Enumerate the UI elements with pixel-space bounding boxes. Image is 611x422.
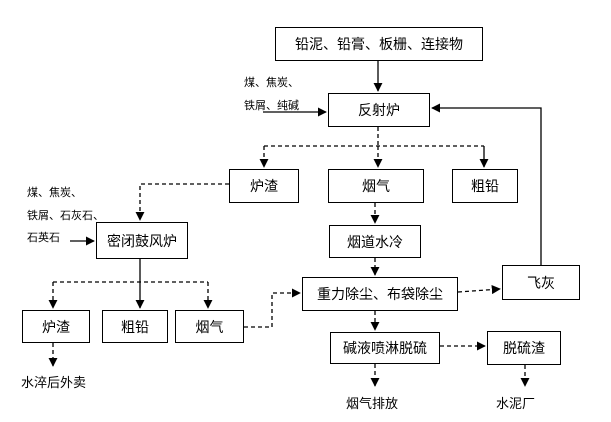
output-cement-plant: 水泥厂 xyxy=(496,397,536,412)
arrow-gas2-to-dust xyxy=(244,288,301,328)
node-crude-lead-2: 粗铅 xyxy=(102,310,168,343)
node-slag-2: 炉渣 xyxy=(22,310,90,343)
input-blast-line1: 煤、焦炭、 xyxy=(27,186,82,199)
arrow-slag1-to-blast xyxy=(135,183,229,221)
node-reverberatory-furnace: 反射炉 xyxy=(328,93,430,127)
node-flue-gas-1: 烟气 xyxy=(328,169,424,203)
input-reverb-line1: 煤、焦炭、 xyxy=(244,76,299,89)
node-blast-furnace: 密闭鼓风炉 xyxy=(96,222,188,259)
node-dust-removal: 重力除尘、布袋除尘 xyxy=(302,277,458,311)
input-blast-line2: 铁屑、石灰石、 xyxy=(27,209,104,222)
node-flue-water-cooling: 烟道水冷 xyxy=(329,225,421,258)
node-desulfurization-slag: 脱硫渣 xyxy=(487,331,561,365)
arrow-flyash-to-reverb xyxy=(431,103,542,265)
node-slag-1: 炉渣 xyxy=(229,169,299,203)
arrow-dust-to-flyash xyxy=(457,285,501,295)
node-raw-materials: 铅泥、铅膏、板栅、连接物 xyxy=(275,27,483,61)
input-reverb-line2: 铁屑、纯碱 xyxy=(244,99,299,112)
node-flue-gas-2: 烟气 xyxy=(175,310,244,343)
node-fly-ash: 飞灰 xyxy=(502,265,580,300)
output-gas-emission: 烟气排放 xyxy=(346,397,399,412)
node-crude-lead-1: 粗铅 xyxy=(452,169,518,203)
node-alkali-spray: 碱液喷淋脱硫 xyxy=(330,332,440,364)
output-slag-sale: 水淬后外卖 xyxy=(21,376,87,391)
input-blast-line3: 石英石 xyxy=(27,231,60,244)
